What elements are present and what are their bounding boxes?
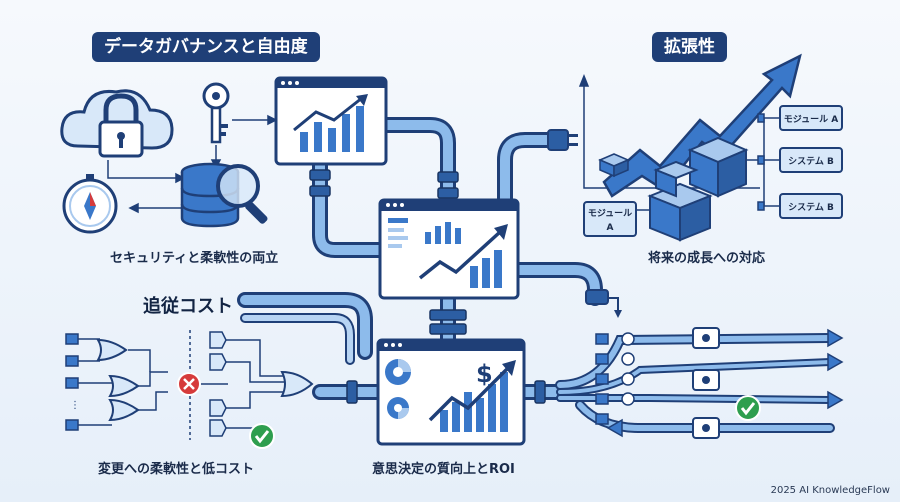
follow-cost-label: 追従コスト [143,296,233,317]
dollar-symbol: $ [476,360,493,388]
flow-clamps [692,327,720,439]
governance-title: データガバナンスと自由度 [92,32,320,62]
bottom-dashboard: $ [376,338,526,446]
scalability-title: 拡張性 [652,32,727,62]
pipe-couplings [309,169,546,404]
x-icon [177,372,201,396]
lock-icon [98,93,144,158]
compass-icon [62,174,118,234]
module-cubes [647,136,749,242]
logic-inputs [65,333,79,431]
svg-text:モジュール A: モジュール A [784,114,839,125]
plug-icon [547,129,578,151]
check-icon-left [249,423,275,449]
system-b-2: システム B [779,193,843,219]
system-b-1: システム B [779,147,843,173]
magnifier-icon [216,164,268,224]
flow-arrows [606,328,844,438]
svg-text:システム B: システム B [788,202,834,213]
svg-text:A: A [607,223,614,233]
svg-text:モジュール: モジュール [588,208,632,219]
ellipsis: ⋮ [70,400,80,411]
security-caption: セキュリティと柔軟性の両立 [110,251,279,266]
module-a-left: モジュール A [583,201,637,237]
logic-gates [96,338,314,422]
future-caption: 将来の成長への対応 [648,251,766,266]
top-dashboard [274,76,388,166]
faucet-icon [585,289,622,318]
svg-text:システム B: システム B [788,156,834,167]
change-caption: 変更への柔軟性と低コスト [98,462,255,477]
center-dashboard [378,198,520,300]
module-a-right: モジュール A [779,105,843,131]
footer-credit: 2025 AI KnowledgeFlow [770,485,890,496]
right-nodes [595,332,635,425]
decision-caption: 意思決定の質向上とROI [372,462,515,477]
small-server [598,153,630,178]
growth-arrow-icon [602,53,802,198]
cloud-icon [60,89,174,150]
right-logic-inputs [209,331,227,437]
check-icon-right [735,395,761,421]
module-connectors [631,113,780,211]
key-icon [202,82,230,144]
